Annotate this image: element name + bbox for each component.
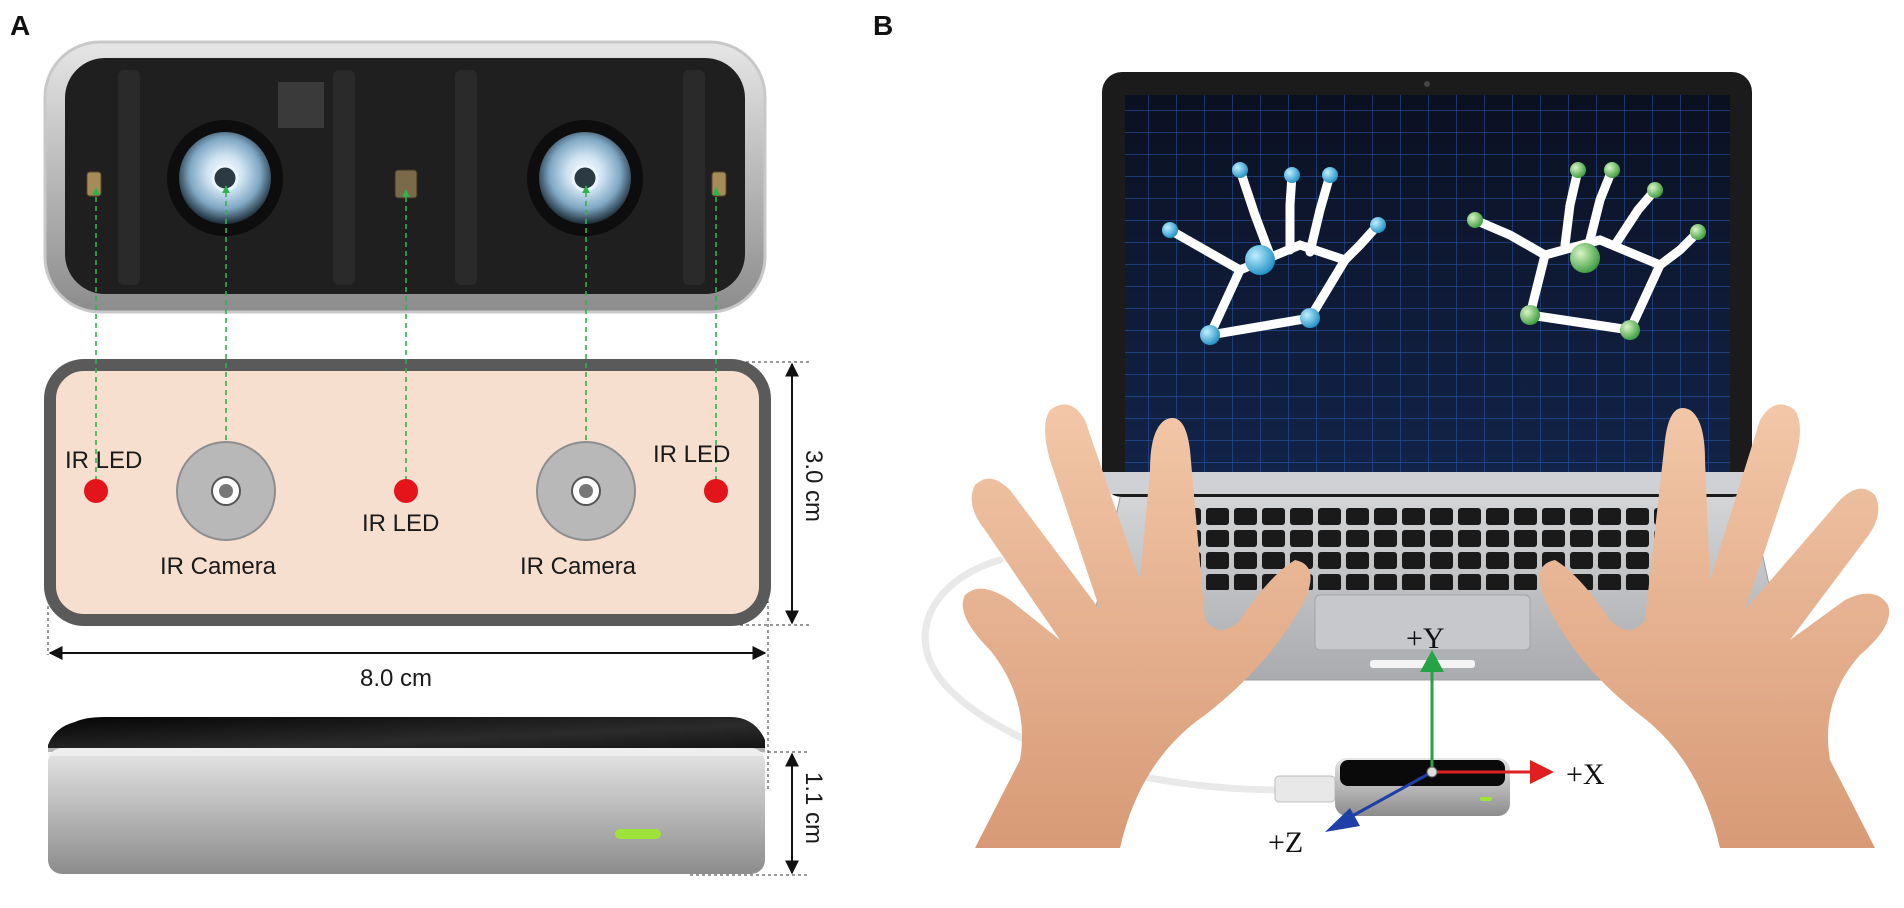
sensor-top-photo (43, 40, 767, 314)
virtual-right-hand (1467, 162, 1706, 340)
ir-led-right-dot (704, 479, 728, 503)
virtual-left-hand (1162, 162, 1386, 345)
sensor-side-photo (48, 717, 765, 874)
axis-y-label: +Y (1406, 622, 1445, 655)
laptop (1079, 72, 1791, 681)
axis-x-label: +X (1566, 758, 1605, 791)
width-dimension-label: 8.0 cm (360, 665, 432, 692)
ir-led-left-label: IR LED (65, 447, 142, 474)
ir-camera-right-shape (536, 441, 636, 541)
ir-camera-left-label: IR Camera (160, 553, 277, 580)
left-lens-photo (167, 120, 283, 236)
leap-device-photo (1335, 758, 1510, 816)
panel-b-letter: B (873, 10, 893, 41)
right-lens-photo (527, 120, 643, 236)
ir-camera-left-shape (176, 441, 276, 541)
component-guide-arrows (92, 185, 720, 490)
ir-led-center-label: IR LED (362, 510, 439, 537)
ir-led-left-dot (84, 479, 108, 503)
coordinate-axes (1325, 650, 1554, 832)
depth-dimension-label: 3.0 cm (800, 450, 827, 522)
ir-led-right-label: IR LED (653, 441, 730, 468)
height-dimension-label: 1.1 cm (800, 772, 827, 844)
axis-z-label: +Z (1268, 826, 1303, 859)
ir-camera-right-label: IR Camera (520, 553, 637, 580)
usb-cable (921, 556, 1289, 794)
panel-a-letter: A (10, 10, 30, 41)
right-real-hand (1539, 404, 1890, 848)
ir-led-center-dot (394, 479, 418, 503)
left-real-hand (962, 404, 1311, 848)
